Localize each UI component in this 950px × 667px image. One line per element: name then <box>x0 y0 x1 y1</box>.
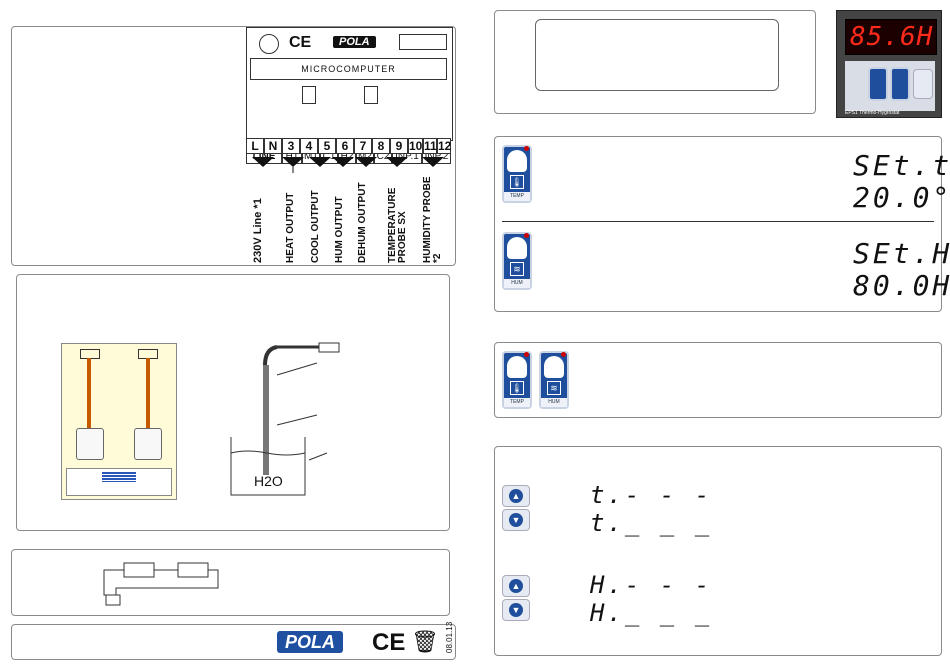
arrow-down-icon: ▼ <box>509 513 523 527</box>
terminal: 5 <box>318 138 336 154</box>
up-button[interactable]: ▲ <box>502 575 530 597</box>
device-arrow-buttons <box>913 69 933 99</box>
hum-button[interactable]: ≋ HUM <box>502 232 532 290</box>
terminal: 7 <box>354 138 372 154</box>
terminal: 4 <box>300 138 318 154</box>
device-model: EPS1 Thermo-Hygrostat <box>845 110 900 116</box>
output-label-line: 230V Line *1 <box>252 198 264 263</box>
hum-low-alarm: H._ _ _ <box>590 599 713 627</box>
terminal: 12 <box>437 138 452 154</box>
weee-bin-icon: 🗑 <box>411 629 439 654</box>
terminal: 8 <box>372 138 390 154</box>
pola-logo: POLA <box>333 36 376 48</box>
wiring-panel: CE POLA MICROCOMPUTER LINE H1 M1 C1 H2 M… <box>11 26 456 266</box>
temp-button[interactable]: 🌡 TEMP <box>502 145 532 203</box>
temp-setpoint-value: 20.0° <box>853 181 950 214</box>
terminal: 11 <box>423 138 437 154</box>
connection-panel <box>11 549 450 616</box>
output-label-dehum: DEHUM OUTPUT <box>357 182 368 263</box>
label-box <box>399 34 447 50</box>
divider <box>502 221 934 222</box>
device-temp-button <box>868 67 888 101</box>
temp-low-alarm: t._ _ _ <box>590 509 713 537</box>
probe-bottle <box>134 428 162 460</box>
footer-panel: POLA CE 🗑 08.01.13 <box>11 621 456 660</box>
module-card <box>61 343 177 500</box>
arrow-down-icon: ▼ <box>509 603 523 617</box>
up-button[interactable]: ▲ <box>502 485 530 507</box>
relay-icon <box>302 86 316 104</box>
output-arrows <box>252 157 444 173</box>
output-label-temp-probe: TEMPERATURE PROBE SX <box>387 187 408 263</box>
text-box <box>535 19 779 91</box>
wiring-diagram: CE POLA MICROCOMPUTER <box>246 27 453 141</box>
thermometer-icon: 🌡 <box>510 381 524 395</box>
alarms-panel: ▲ ▼ t.- - - t._ _ _ ▲ ▼ H.- - - H._ _ _ <box>494 446 942 656</box>
connection-drawing <box>103 562 219 606</box>
arrow-up-icon: ▲ <box>509 579 523 593</box>
water-label: H2O <box>254 473 283 489</box>
doc-code: 08.01.13 <box>445 621 454 653</box>
terminal: L <box>246 138 264 154</box>
hum-setpoint-label: SEt.H <box>853 237 950 270</box>
device-display: 85.6H <box>845 19 937 55</box>
device-hum-button <box>890 67 910 101</box>
module-stripes <box>102 472 136 482</box>
microcomputer-box: MICROCOMPUTER <box>250 58 447 80</box>
terminal: 6 <box>336 138 354 154</box>
temp-setpoint-label: SEt.t <box>853 149 950 182</box>
terminal: 9 <box>390 138 408 154</box>
output-label-hum-probe: HUMIDITY PROBE *2 <box>422 176 443 264</box>
buttons-panel: 🌡 TEMP ≋ HUM <box>494 342 942 418</box>
hum-setpoint-value: 80.0H <box>853 269 950 302</box>
ce-mark: CE <box>289 34 312 51</box>
terminal: N <box>264 138 282 154</box>
probe-drawing <box>230 342 340 496</box>
temp-button[interactable]: 🌡 TEMP <box>502 351 532 409</box>
humidity-icon: ≋ <box>547 381 561 395</box>
temp-high-alarm: t.- - - <box>590 481 713 509</box>
device-display-value: 85.6H <box>850 22 934 52</box>
setpoint-panel: 🌡 TEMP SEt.t 20.0° ≋ HUM SEt.H 80.0H <box>494 136 949 312</box>
top-text-panel <box>494 10 816 114</box>
arrow-up-icon: ▲ <box>509 489 523 503</box>
probe-cable <box>87 358 91 428</box>
terminal: 10 <box>408 138 423 154</box>
output-label-cool: COOL OUTPUT <box>310 190 321 263</box>
pola-logo: POLA <box>277 631 344 653</box>
hum-button[interactable]: ≋ HUM <box>539 351 569 409</box>
ce-mark: CE <box>372 629 406 656</box>
fuse-icon <box>259 34 279 54</box>
down-button[interactable]: ▼ <box>502 509 530 531</box>
probe-bottle <box>76 428 104 460</box>
humidity-icon: ≋ <box>510 262 524 276</box>
output-label-hum: HUM OUTPUT <box>334 196 345 263</box>
probe-cable <box>146 358 150 428</box>
probe-panel: H2O <box>16 274 450 531</box>
down-button[interactable]: ▼ <box>502 599 530 621</box>
thermometer-icon: 🌡 <box>510 175 524 189</box>
terminal: 3 <box>282 138 300 154</box>
relay-icon <box>364 86 378 104</box>
device-photo: 85.6H EPS1 Thermo-Hygrostat <box>836 10 942 118</box>
hum-high-alarm: H.- - - <box>590 571 713 599</box>
output-label-heat: HEAT OUTPUT <box>285 192 296 263</box>
